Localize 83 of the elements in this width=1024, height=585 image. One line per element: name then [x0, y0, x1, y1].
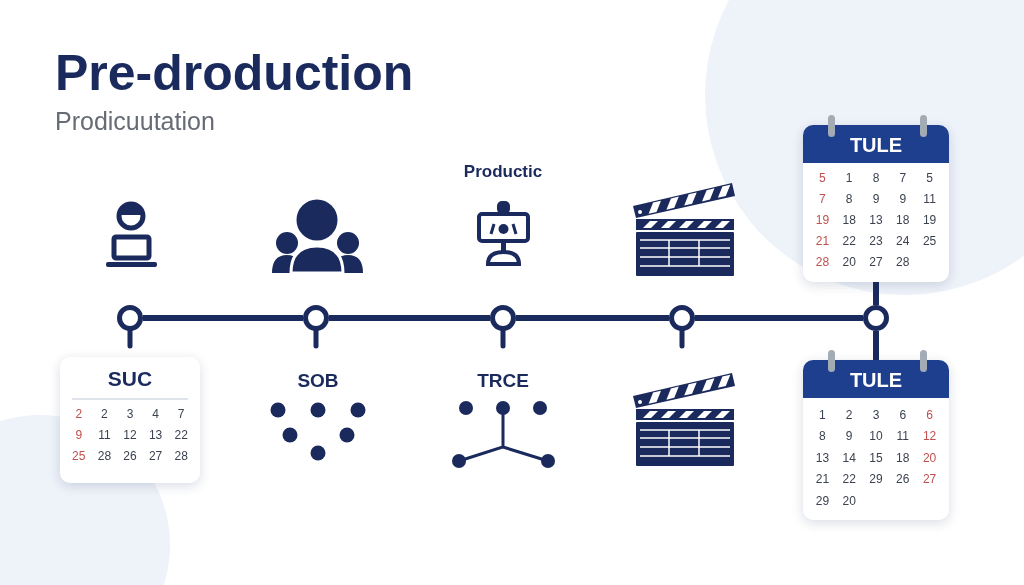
subtitle: Prodicuutation	[55, 106, 215, 136]
calendar-date: 4	[152, 406, 159, 421]
step-label: TRCE	[477, 369, 529, 392]
calendar-date: 6	[926, 407, 933, 422]
calendar-date: 22	[842, 472, 856, 487]
calendar-date: 25	[72, 448, 86, 463]
calendar-date: 7	[899, 170, 907, 185]
timeline-line	[695, 315, 863, 321]
timeline-line	[516, 315, 669, 321]
timeline-line	[873, 331, 879, 360]
calendar-date: 10	[869, 429, 883, 444]
calendar-date: 28	[174, 448, 188, 463]
calendar-date: 1	[845, 170, 853, 185]
calendar-date: 3	[126, 406, 134, 421]
calendar-date: 8	[819, 429, 826, 444]
step-label: SOB	[297, 369, 339, 392]
calendar-date: 25	[922, 233, 937, 248]
calendar-date: 14	[842, 450, 856, 465]
calendar-date: 21	[815, 233, 830, 248]
calendar-date: 5	[819, 170, 826, 185]
calendar-date: 2	[101, 406, 108, 421]
calendar-date: 27	[148, 448, 163, 463]
calendar-date: 23	[869, 233, 883, 248]
month-header: TULE	[803, 125, 949, 163]
title: Pre-droduction	[55, 44, 414, 102]
calendar-date: 20	[922, 450, 937, 465]
calendar-date: 9	[845, 429, 853, 444]
calendar-date: 26	[123, 448, 137, 463]
calendar-date: 28	[97, 448, 112, 463]
calendar-date: 5	[926, 170, 933, 185]
calendar-date: 29	[815, 493, 830, 508]
calendar-date: 18	[896, 450, 910, 465]
calendar-date: 8	[845, 191, 853, 206]
calendar-date: 8	[872, 170, 880, 185]
calendar-date: 28	[896, 254, 910, 269]
calendar-card	[803, 360, 949, 520]
calendar-date: 24	[896, 233, 910, 248]
calendar-date: 22	[842, 233, 856, 248]
calendar-date: 11	[896, 429, 909, 444]
calendar-date: 1	[819, 407, 826, 422]
calendar-date: 27	[869, 254, 883, 269]
calendar-date: 2	[845, 407, 853, 422]
calendar-card	[60, 357, 200, 483]
calendar-date: 28	[815, 254, 830, 269]
timeline-line	[329, 315, 490, 321]
calendar-date: 9	[75, 427, 83, 442]
timeline-marker	[302, 304, 330, 332]
calendar-date: 27	[922, 472, 937, 487]
calendar-date: 18	[842, 212, 856, 227]
calendar-date: 20	[842, 254, 856, 269]
calendar-date: 6	[899, 407, 907, 422]
step-label: Productic	[463, 162, 543, 182]
timeline-marker	[116, 304, 144, 332]
calendar-date: 19	[922, 212, 937, 227]
timeline-marker	[668, 304, 696, 332]
calendar-date: 13	[869, 212, 883, 227]
calendar-date: 12	[922, 429, 937, 444]
timeline-marker	[862, 304, 890, 332]
month-label: SUC	[107, 367, 153, 391]
calendar-date: 29	[869, 472, 883, 487]
calendar-date: 21	[815, 472, 830, 487]
calendar-date: 18	[896, 212, 910, 227]
timeline-line	[873, 282, 879, 305]
calendar-date: 19	[815, 212, 830, 227]
calendar-date: 13	[815, 450, 830, 465]
calendar-date: 15	[869, 450, 883, 465]
calendar-date: 9	[899, 191, 907, 206]
month-header: TULE	[803, 360, 949, 398]
calendar-date: 11	[98, 427, 111, 442]
calendar-date: 26	[896, 472, 910, 487]
calendar-date: 22	[174, 427, 188, 442]
calendar-date: 2	[75, 406, 83, 421]
calendar-date: 7	[819, 191, 826, 206]
timeline-marker	[489, 304, 517, 332]
calendar-date: 11	[923, 191, 936, 206]
calendar-date: 3	[872, 407, 880, 422]
calendar-date: 7	[177, 406, 185, 421]
timeline-line	[143, 315, 303, 321]
calendar-date: 9	[872, 191, 880, 206]
calendar-date: 12	[123, 427, 137, 442]
calendar-date: 20	[842, 493, 856, 508]
calendar-card	[803, 125, 949, 282]
calendar-date: 13	[148, 427, 163, 442]
